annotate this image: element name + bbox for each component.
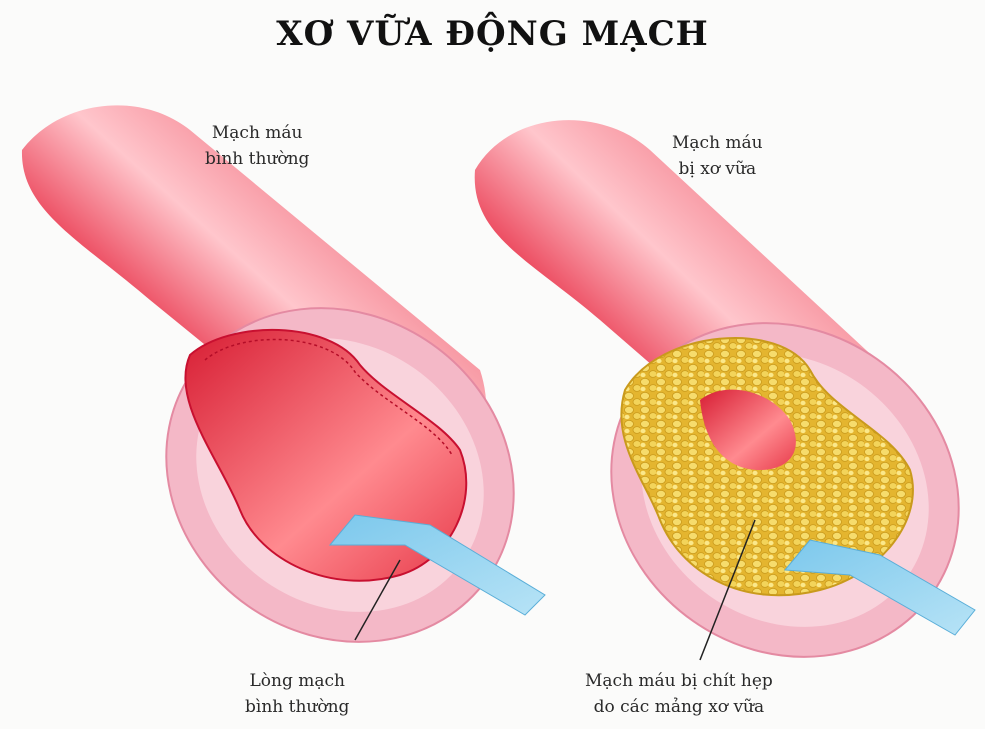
label-narrowed-lumen-line2: do các mảng xơ vữa	[585, 694, 773, 720]
label-narrowed-lumen: Mạch máu bị chít hẹp do các mảng xơ vữa	[585, 668, 773, 720]
label-narrowed-lumen-line1: Mạch máu bị chít hẹp	[585, 668, 773, 694]
label-normal-vessel-line2: bình thường	[205, 146, 309, 172]
diseased-vessel	[475, 120, 985, 724]
label-normal-vessel: Mạch máu bình thường	[205, 120, 309, 172]
label-normal-lumen-line1: Lòng mạch	[245, 668, 349, 694]
label-normal-lumen-line2: bình thường	[245, 694, 349, 720]
label-diseased-vessel-line1: Mạch máu	[672, 130, 763, 156]
label-diseased-vessel: Mạch máu bị xơ vữa	[672, 130, 763, 182]
page-title: XƠ VỮA ĐỘNG MẠCH	[0, 14, 985, 54]
label-normal-lumen: Lòng mạch bình thường	[245, 668, 349, 720]
label-diseased-vessel-line2: bị xơ vữa	[672, 156, 763, 182]
label-normal-vessel-line1: Mạch máu	[205, 120, 309, 146]
